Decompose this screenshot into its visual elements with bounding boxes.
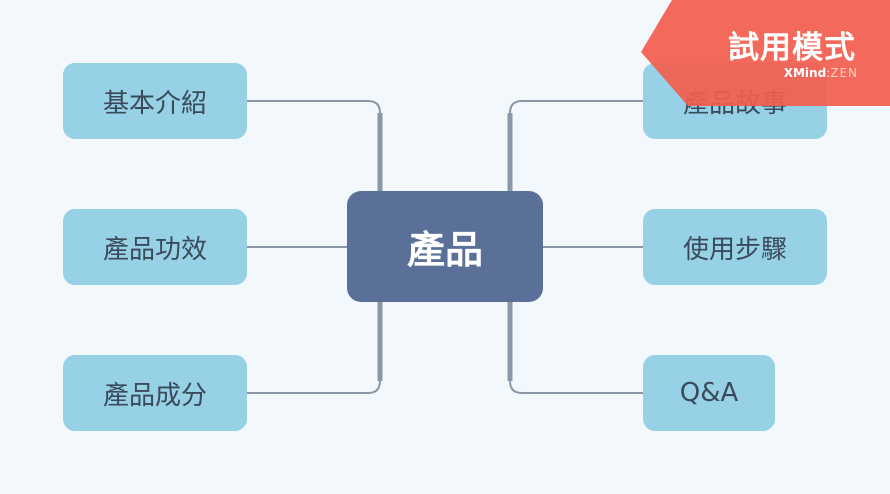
connector-right-bottom [509,302,643,394]
topic-left-3[interactable]: 產品成分 [63,355,247,431]
topic-label: 產品功效 [102,234,207,265]
topic-label: 產品成分 [102,380,207,411]
connector-right-top [509,100,643,191]
connectors [247,100,643,394]
connector-left-bottom [247,302,381,394]
central-topic[interactable]: 產品 [347,191,543,302]
topic-left-2[interactable]: 產品功效 [63,209,247,285]
topic-right-2[interactable]: 使用步驟 [643,209,827,285]
topic-label: Q&A [679,378,739,408]
topic-label: 使用步驟 [682,234,787,265]
topic-right-3[interactable]: Q&A [643,355,775,431]
topic-right-1[interactable]: 產品故事 [643,63,827,139]
topic-label: 基本介紹 [102,88,207,119]
central-topic-label: 產品 [406,228,483,272]
topic-left-1[interactable]: 基本介紹 [63,63,247,139]
connector-left-top [247,100,381,191]
topic-label: 產品故事 [682,88,787,119]
